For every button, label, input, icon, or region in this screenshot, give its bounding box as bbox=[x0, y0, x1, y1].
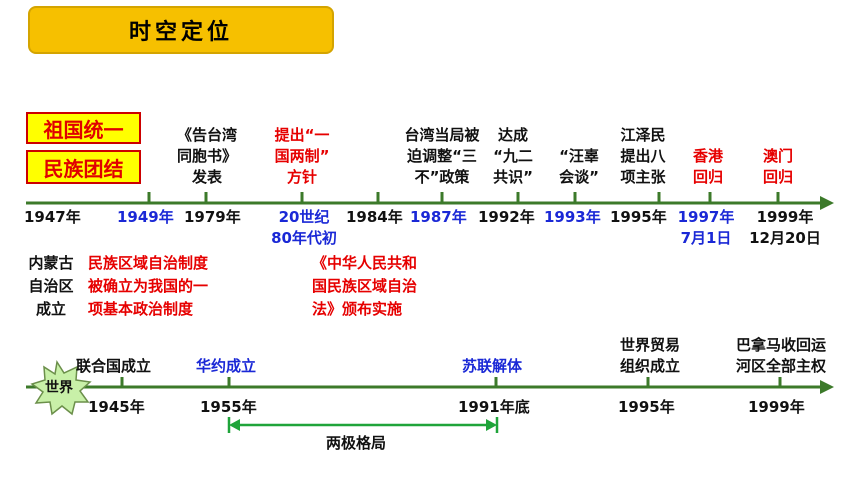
bipolar-span-arrow-left bbox=[229, 419, 240, 431]
world-event-ussr-dissolution: 苏联解体 bbox=[462, 357, 523, 375]
bipolar-span-label: 两极格局 bbox=[326, 434, 387, 452]
world-label: 世界 bbox=[45, 380, 73, 396]
event-jiang-eight-points: 江泽民 提出八 项主张 bbox=[620, 126, 666, 186]
section-title: 时空定位 bbox=[28, 6, 334, 54]
badge-reunification: 祖国统一 bbox=[26, 112, 141, 144]
world-year-1999: 1999年 bbox=[748, 398, 805, 416]
world-event-warsaw-pact: 华约成立 bbox=[196, 357, 257, 375]
world-event-un: 联合国成立 bbox=[76, 357, 152, 375]
event-inner-mongolia: 内蒙古 自治区 成立 bbox=[28, 254, 74, 318]
bipolar-span-arrow-right bbox=[486, 419, 497, 431]
world-starburst-shape bbox=[30, 359, 92, 416]
world-year-1955: 1955年 bbox=[200, 398, 257, 416]
event-autonomy-law: 《中华人民共和 国民族区域自治 法》颁布实施 bbox=[312, 254, 418, 318]
year-label-1992: 1992年 bbox=[478, 208, 535, 226]
event-one-country-two-systems: 提出“一 国两制” 方针 bbox=[274, 126, 330, 186]
event-wang-koo-talks: “汪辜 会谈” bbox=[559, 147, 599, 186]
world-timeline-arrowhead bbox=[820, 380, 834, 394]
year-label-1980s: 20世纪 80年代初 bbox=[271, 208, 337, 247]
year-label-1984: 1984年 bbox=[346, 208, 403, 226]
year-label-1979: 1979年 bbox=[184, 208, 241, 226]
year-label-1947: 1947年 bbox=[24, 208, 81, 226]
event-1992-consensus: 达成 “九二 共识” bbox=[493, 126, 533, 186]
world-event-panama-canal: 巴拿马收回运 河区全部主权 bbox=[735, 336, 826, 375]
world-timeline-ticks bbox=[120, 377, 782, 387]
year-label-1993: 1993年 bbox=[544, 208, 601, 226]
year-label-1995: 1995年 bbox=[610, 208, 667, 226]
world-year-1995: 1995年 bbox=[618, 398, 675, 416]
badge-ethnic-unity: 民族团结 bbox=[26, 150, 141, 184]
event-regional-autonomy-system: 民族区域自治制度 被确立为我国的一 项基本政治制度 bbox=[88, 254, 209, 318]
world-year-1945: 1945年 bbox=[88, 398, 145, 416]
event-taiwan-letter: 《告台湾 同胞书》 发表 bbox=[176, 126, 237, 186]
year-label-1999: 1999年 12月20日 bbox=[749, 208, 821, 247]
year-label-1949: 1949年 bbox=[117, 208, 174, 226]
event-three-nos-adjustment: 台湾当局被 迫调整“三 不”政策 bbox=[404, 126, 480, 186]
event-hongkong-return: 香港 回归 bbox=[692, 147, 723, 186]
china-timeline-ticks bbox=[147, 192, 780, 203]
china-timeline-arrowhead bbox=[820, 196, 834, 210]
year-label-1987: 1987年 bbox=[410, 208, 467, 226]
world-year-1991: 1991年底 bbox=[458, 398, 530, 416]
world-event-wto: 世界贸易 组织成立 bbox=[619, 336, 680, 375]
year-label-1997: 1997年 7月1日 bbox=[677, 208, 735, 247]
event-macau-return: 澳门 回归 bbox=[762, 147, 793, 186]
